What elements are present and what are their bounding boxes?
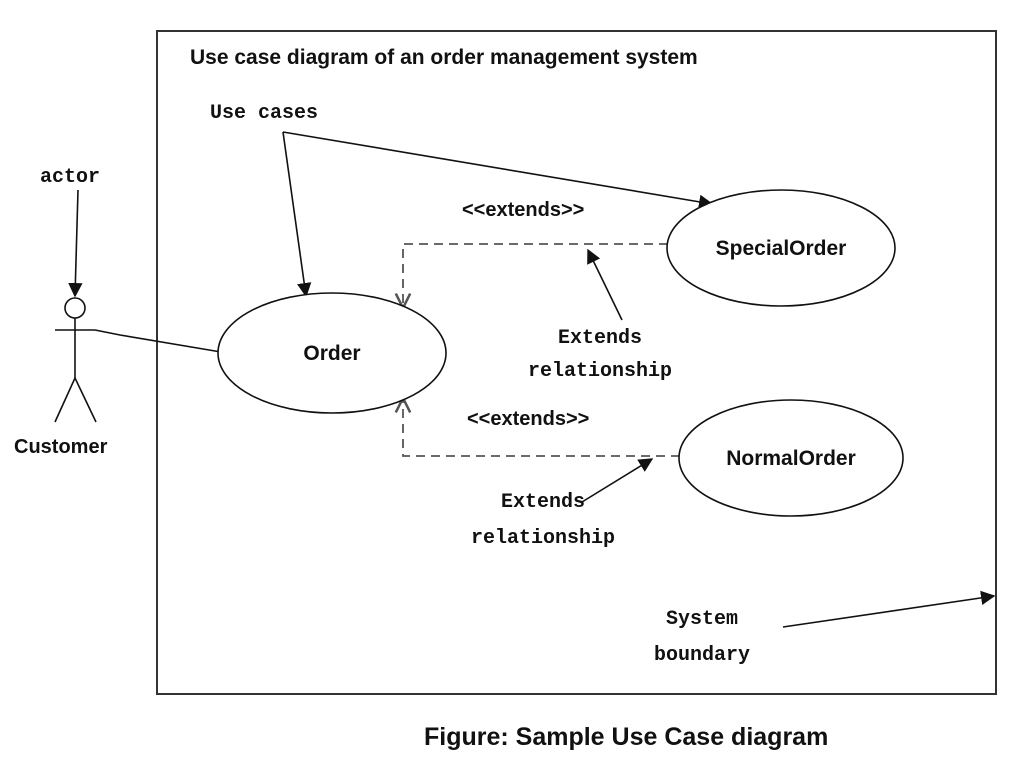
extends-note-bottom-line2: relationship bbox=[471, 527, 615, 550]
system-boundary-rect bbox=[156, 30, 997, 695]
actor-head bbox=[64, 297, 86, 319]
system-boundary-note-line1: System bbox=[666, 608, 738, 631]
use-case-special-order[interactable]: SpecialOrder bbox=[666, 189, 896, 307]
actor-customer-figure[interactable] bbox=[54, 297, 97, 423]
actor-legs bbox=[54, 376, 97, 423]
actor-annotation-arrow bbox=[68, 189, 83, 298]
extends-line-normal bbox=[403, 398, 680, 457]
extends-label-top: <<extends>> bbox=[462, 199, 584, 221]
extends-note-bottom-line1: Extends bbox=[501, 491, 585, 514]
figure-caption: Figure: Sample Use Case diagram bbox=[424, 723, 828, 751]
use-case-order-shape bbox=[217, 292, 447, 414]
diagram-title: Use case diagram of an order management … bbox=[190, 46, 698, 69]
actor-name: Customer bbox=[14, 436, 108, 458]
use-case-normal-order-shape bbox=[678, 399, 904, 517]
use-case-special-order-shape bbox=[666, 189, 896, 307]
extends-line-special bbox=[403, 243, 668, 308]
use-cases-annotation: Use cases bbox=[210, 102, 318, 125]
extends-note-bottom-arrow bbox=[581, 458, 654, 503]
use-case-special-order-label: SpecialOrder bbox=[716, 237, 847, 260]
extends-label-bottom: <<extends>> bbox=[467, 408, 589, 430]
system-boundary-note-line2: boundary bbox=[654, 644, 750, 667]
extends-note-top-line1: Extends bbox=[558, 327, 642, 350]
extends-note-top-line2: relationship bbox=[528, 360, 672, 383]
use-cases-arrow-order bbox=[282, 131, 312, 298]
extends-note-top-arrow bbox=[587, 248, 623, 321]
use-case-order-label: Order bbox=[303, 342, 360, 365]
use-cases-arrow-special bbox=[282, 131, 714, 209]
actor-annotation: actor bbox=[40, 166, 100, 189]
system-boundary-arrow bbox=[782, 590, 996, 628]
association-line bbox=[94, 329, 222, 353]
use-case-normal-order[interactable]: NormalOrder bbox=[678, 399, 904, 517]
use-case-order[interactable]: Order bbox=[217, 292, 447, 414]
use-case-normal-order-label: NormalOrder bbox=[726, 447, 856, 470]
